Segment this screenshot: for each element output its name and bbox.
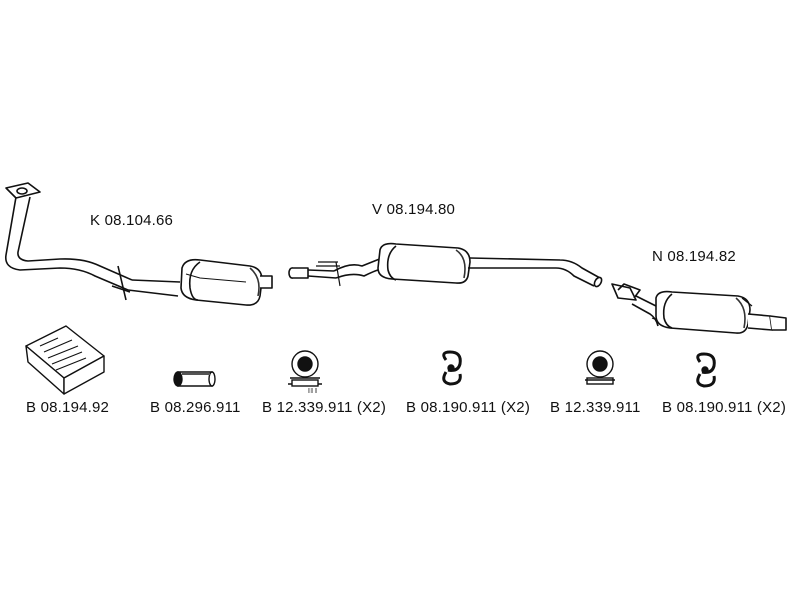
hanger-bracket-icon: [696, 352, 716, 388]
accessory-label: B 08.190.911 (X2): [406, 399, 531, 416]
rubber-mount-icon: [173, 371, 216, 387]
rear-assembly-label: N 08.194.82: [652, 248, 736, 265]
accessory-label: B 12.339.911 (X2): [262, 399, 387, 416]
pipe-clamp-icon: |||| ||: [288, 350, 322, 394]
front-pipe-catalyst: [4, 182, 273, 306]
gasket-kit-box-icon: [25, 325, 105, 395]
accessory-label: B 12.339.911: [550, 399, 641, 416]
accessory-label: B 08.296.911: [150, 399, 241, 416]
svg-text:|||| ||: |||| ||: [308, 388, 317, 394]
center-pipe-muffler: [288, 242, 603, 288]
center-assembly-label: V 08.194.80: [372, 201, 456, 218]
accessory-label: B 08.190.911 (X2): [662, 399, 787, 416]
accessory-label: B 08.194.92: [26, 399, 110, 416]
front-assembly-label: K 08.104.66: [90, 212, 174, 229]
pipe-clamp-icon: [585, 350, 615, 385]
hanger-bracket-icon: [442, 350, 462, 386]
rear-muffler: [611, 283, 787, 334]
